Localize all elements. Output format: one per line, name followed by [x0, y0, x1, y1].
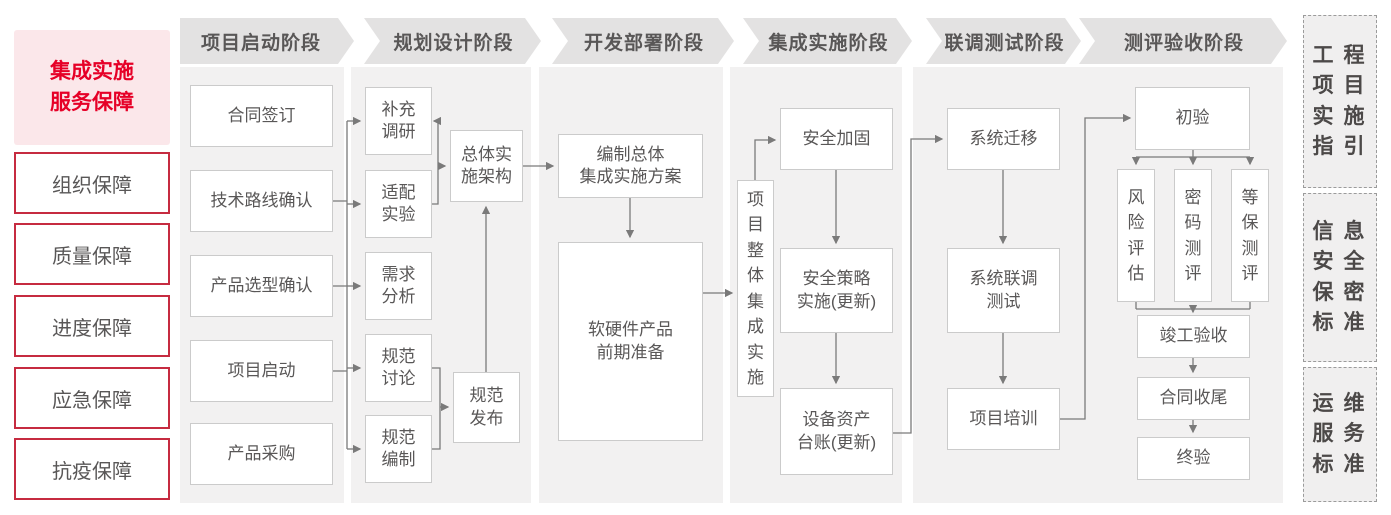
item-emergency-guarantee: 应急保障 — [14, 367, 170, 429]
box-spec-drafting: 规范 编制 — [365, 415, 432, 483]
phase-header-dev-deployment: 开发部署阶段 — [552, 18, 734, 64]
box-security-policy-implementation: 安全策略 实施(更新) — [780, 248, 893, 333]
box-completion-acceptance: 竣工验收 — [1137, 315, 1250, 358]
phase-header-evaluation-acceptance: 测评验收阶段 — [1079, 18, 1287, 64]
box-risk-assessment: 风险评估 — [1117, 169, 1155, 302]
box-project-training: 项目培训 — [947, 388, 1060, 450]
standard-project-implementation-guide: 工程项目实施指引 — [1303, 15, 1377, 188]
box-product-selection-confirm: 产品选型确认 — [190, 255, 333, 317]
phase-header-integration-impl: 集成实施阶段 — [743, 18, 912, 64]
box-spec-release: 规范 发布 — [453, 372, 520, 443]
vertical-text: 项目整体集成实施 — [747, 189, 764, 388]
panel-title-integration-service-guarantee: 集成实施 服务保障 — [14, 30, 170, 145]
box-crypto-evaluation: 密码测评 — [1174, 169, 1212, 302]
box-product-procurement: 产品采购 — [190, 423, 333, 485]
vertical-text: 风险评估 — [1127, 187, 1145, 284]
item-pandemic-guarantee: 抗疫保障 — [14, 438, 170, 500]
box-overall-integration-implementation: 项目整体集成实施 — [737, 180, 774, 397]
standard-info-security-confidentiality: 信息安全保密标准 — [1303, 193, 1377, 362]
standard-text: 工程项目实施指引 — [1312, 43, 1375, 158]
phase-header-project-kickoff: 项目启动阶段 — [180, 18, 354, 64]
phase-header-planning-design: 规划设计阶段 — [364, 18, 541, 64]
box-spec-discussion: 规范 讨论 — [365, 334, 432, 402]
box-final-acceptance: 终验 — [1137, 437, 1250, 480]
vertical-text: 密码测评 — [1184, 187, 1202, 284]
item-quality-guarantee: 质量保障 — [14, 223, 170, 285]
box-hw-sw-preparation: 软硬件产品 前期准备 — [558, 242, 703, 441]
box-system-migration: 系统迁移 — [947, 108, 1060, 170]
standard-text: 运维服务标准 — [1312, 391, 1375, 476]
box-classified-protection-evaluation: 等保测评 — [1231, 169, 1269, 302]
standard-om-service: 运维服务标准 — [1303, 367, 1377, 502]
box-project-kickoff: 项目启动 — [190, 340, 333, 402]
item-organization-guarantee: 组织保障 — [14, 152, 170, 214]
box-overall-integration-plan: 编制总体 集成实施方案 — [558, 134, 703, 198]
box-overall-implementation-architecture: 总体实 施架构 — [450, 130, 523, 202]
standard-text: 信息安全保密标准 — [1312, 219, 1375, 334]
box-tech-route-confirm: 技术路线确认 — [190, 170, 333, 232]
box-initial-acceptance: 初验 — [1135, 87, 1250, 150]
box-security-hardening: 安全加固 — [780, 108, 893, 170]
phase-header-joint-debug-test: 联调测试阶段 — [926, 18, 1081, 64]
box-system-joint-debug-test: 系统联调 测试 — [947, 248, 1060, 333]
box-contract-signing: 合同签订 — [190, 85, 333, 147]
box-asset-ledger-update: 设备资产 台账(更新) — [780, 388, 893, 475]
box-supplementary-research: 补充 调研 — [365, 87, 432, 155]
box-adaptation-experiment: 适配 实验 — [365, 170, 432, 238]
box-contract-closure: 合同收尾 — [1137, 377, 1250, 420]
box-requirement-analysis: 需求 分析 — [365, 252, 432, 320]
vertical-text: 等保测评 — [1241, 187, 1259, 284]
item-schedule-guarantee: 进度保障 — [14, 295, 170, 357]
